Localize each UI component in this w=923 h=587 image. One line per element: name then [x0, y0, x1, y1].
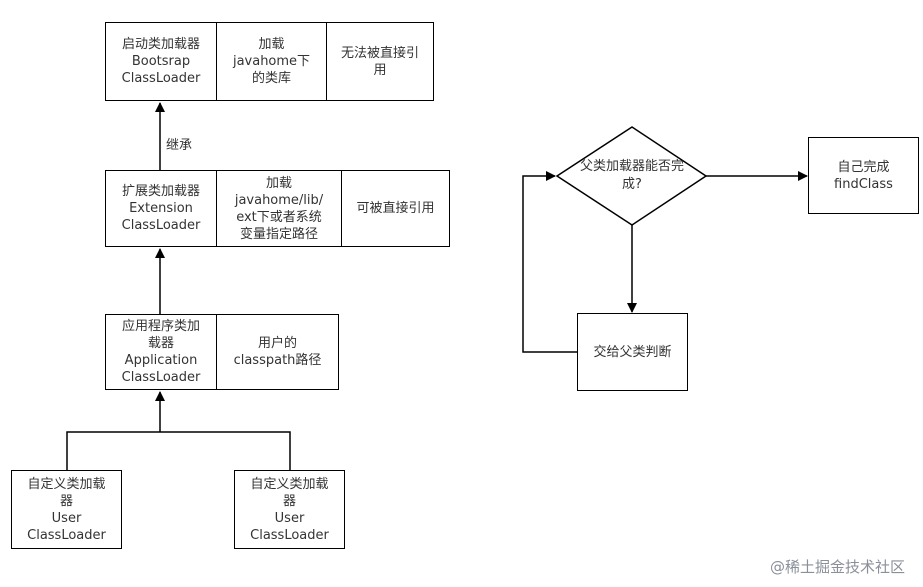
extension-name: 扩展类加载器 Extension ClassLoader — [121, 184, 201, 233]
user-loader-left: 自定义类加载 器 User ClassLoader — [11, 470, 122, 549]
bootstrap-row: 启动类加载器 Bootsrap ClassLoader 加载 javahome下… — [105, 22, 434, 101]
user-loader-right: 自定义类加载 器 User ClassLoader — [234, 470, 345, 549]
application-name: 应用程序类加 载器 Application ClassLoader — [121, 319, 201, 385]
inherit-label: 继承 — [166, 138, 193, 153]
self-findclass-box: 自己完成 findClass — [808, 137, 919, 214]
extension-load: 加载 javahome/lib/ ext下或者系统 变量指定路径 — [216, 171, 341, 246]
application-row: 应用程序类加 载器 Application ClassLoader 用户的 cl… — [105, 314, 339, 390]
connector-users — [66, 431, 291, 470]
bootstrap-name: 启动类加载器 Bootsrap ClassLoader — [121, 37, 201, 86]
extension-row: 扩展类加载器 Extension ClassLoader 加载 javahome… — [105, 170, 450, 247]
application-load: 用户的 classpath路径 — [216, 315, 338, 389]
bootstrap-note: 无法被直接引 用 — [326, 23, 433, 100]
extension-note: 可被直接引用 — [341, 171, 449, 246]
delegate-parent-box: 交给父类判断 — [577, 313, 688, 391]
bootstrap-load: 加载 javahome下 的类库 — [216, 23, 326, 100]
watermark: @稀土掘金技术社区 — [769, 558, 905, 576]
arrow-delegate-loop — [522, 171, 577, 353]
decision-text: 父类加载器能否完 成? — [579, 159, 684, 192]
